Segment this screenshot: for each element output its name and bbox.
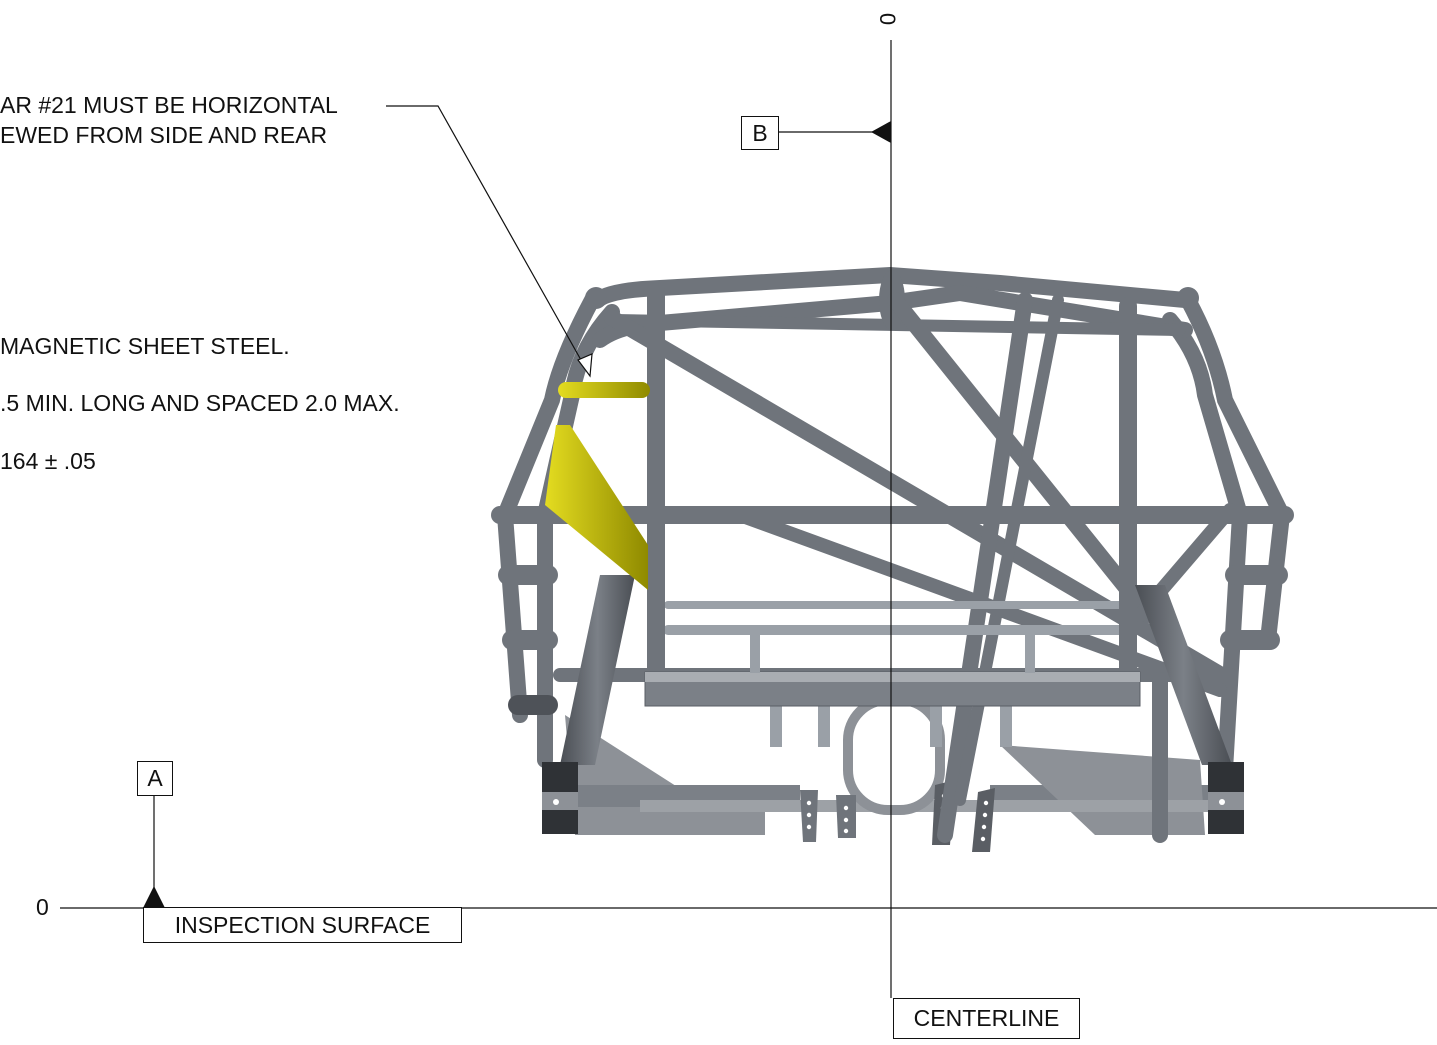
note-bar-21-line2: EWED FROM SIDE AND REAR — [0, 122, 328, 148]
rail-left-bottom — [542, 810, 578, 834]
yellow-gusset-plate — [545, 425, 648, 590]
top-zero-label: 0 — [875, 12, 901, 26]
seat-upright-left — [750, 628, 760, 673]
tunnel-post-far — [1000, 705, 1012, 747]
seat-upright-right — [1025, 628, 1035, 673]
rail-left-top — [542, 762, 578, 792]
rail-right-top — [1208, 762, 1244, 792]
rail-right-bolt — [1219, 799, 1225, 805]
pedal-bracket-2 — [836, 795, 856, 838]
roof-node-right — [1177, 287, 1199, 309]
centerline-box: CENTERLINE — [893, 998, 1080, 1039]
drive-tunnel — [843, 695, 945, 815]
lower-chassis — [565, 695, 1220, 852]
note-spacing: .5 MIN. LONG AND SPACED 2.0 MAX. — [0, 390, 400, 416]
seat-frame — [644, 628, 1141, 707]
bar-21-leader — [386, 105, 591, 377]
rail-left-bolt — [553, 799, 559, 805]
rail-left-mid — [542, 792, 578, 810]
note-thickness: 164 ± .05 — [0, 448, 96, 474]
rail-right-bottom — [1208, 810, 1244, 834]
left-outer-hoop — [496, 292, 600, 723]
right-outer-hoop — [1180, 292, 1291, 648]
datum-a-triangle — [143, 886, 165, 908]
seat-frame-top — [645, 672, 1140, 682]
rail-left-diagonal — [560, 575, 635, 765]
left-zero-label: 0 — [36, 894, 49, 920]
datum-b-box: B — [741, 116, 779, 150]
rail-right-mid — [1208, 792, 1244, 810]
note-magnetic-steel: MAGNETIC SHEET STEEL. — [0, 333, 290, 359]
floor-base — [640, 800, 1220, 812]
bar-21-horizontal — [558, 382, 650, 398]
frame-rails — [542, 575, 1244, 834]
roof-node-left — [585, 287, 607, 309]
rail-right-diagonal — [1135, 585, 1232, 765]
tunnel-post-left — [770, 705, 782, 747]
datum-a-box: A — [137, 761, 173, 796]
datum-b-triangle — [871, 121, 891, 143]
tunnel-post-right — [930, 705, 942, 747]
bar-21-leader-arrow — [577, 353, 593, 378]
diagonal-x-2 — [954, 294, 1064, 806]
yellow-components — [545, 382, 650, 590]
diagonal-x-1 — [937, 292, 1033, 843]
pedal-bracket-4 — [972, 788, 995, 852]
inspection-surface-box: INSPECTION SURFACE — [143, 907, 462, 943]
note-bar-21-line1: AR #21 MUST BE HORIZONTAL — [0, 92, 338, 118]
main-posts — [647, 283, 1168, 843]
tunnel-post-mid — [818, 705, 830, 747]
